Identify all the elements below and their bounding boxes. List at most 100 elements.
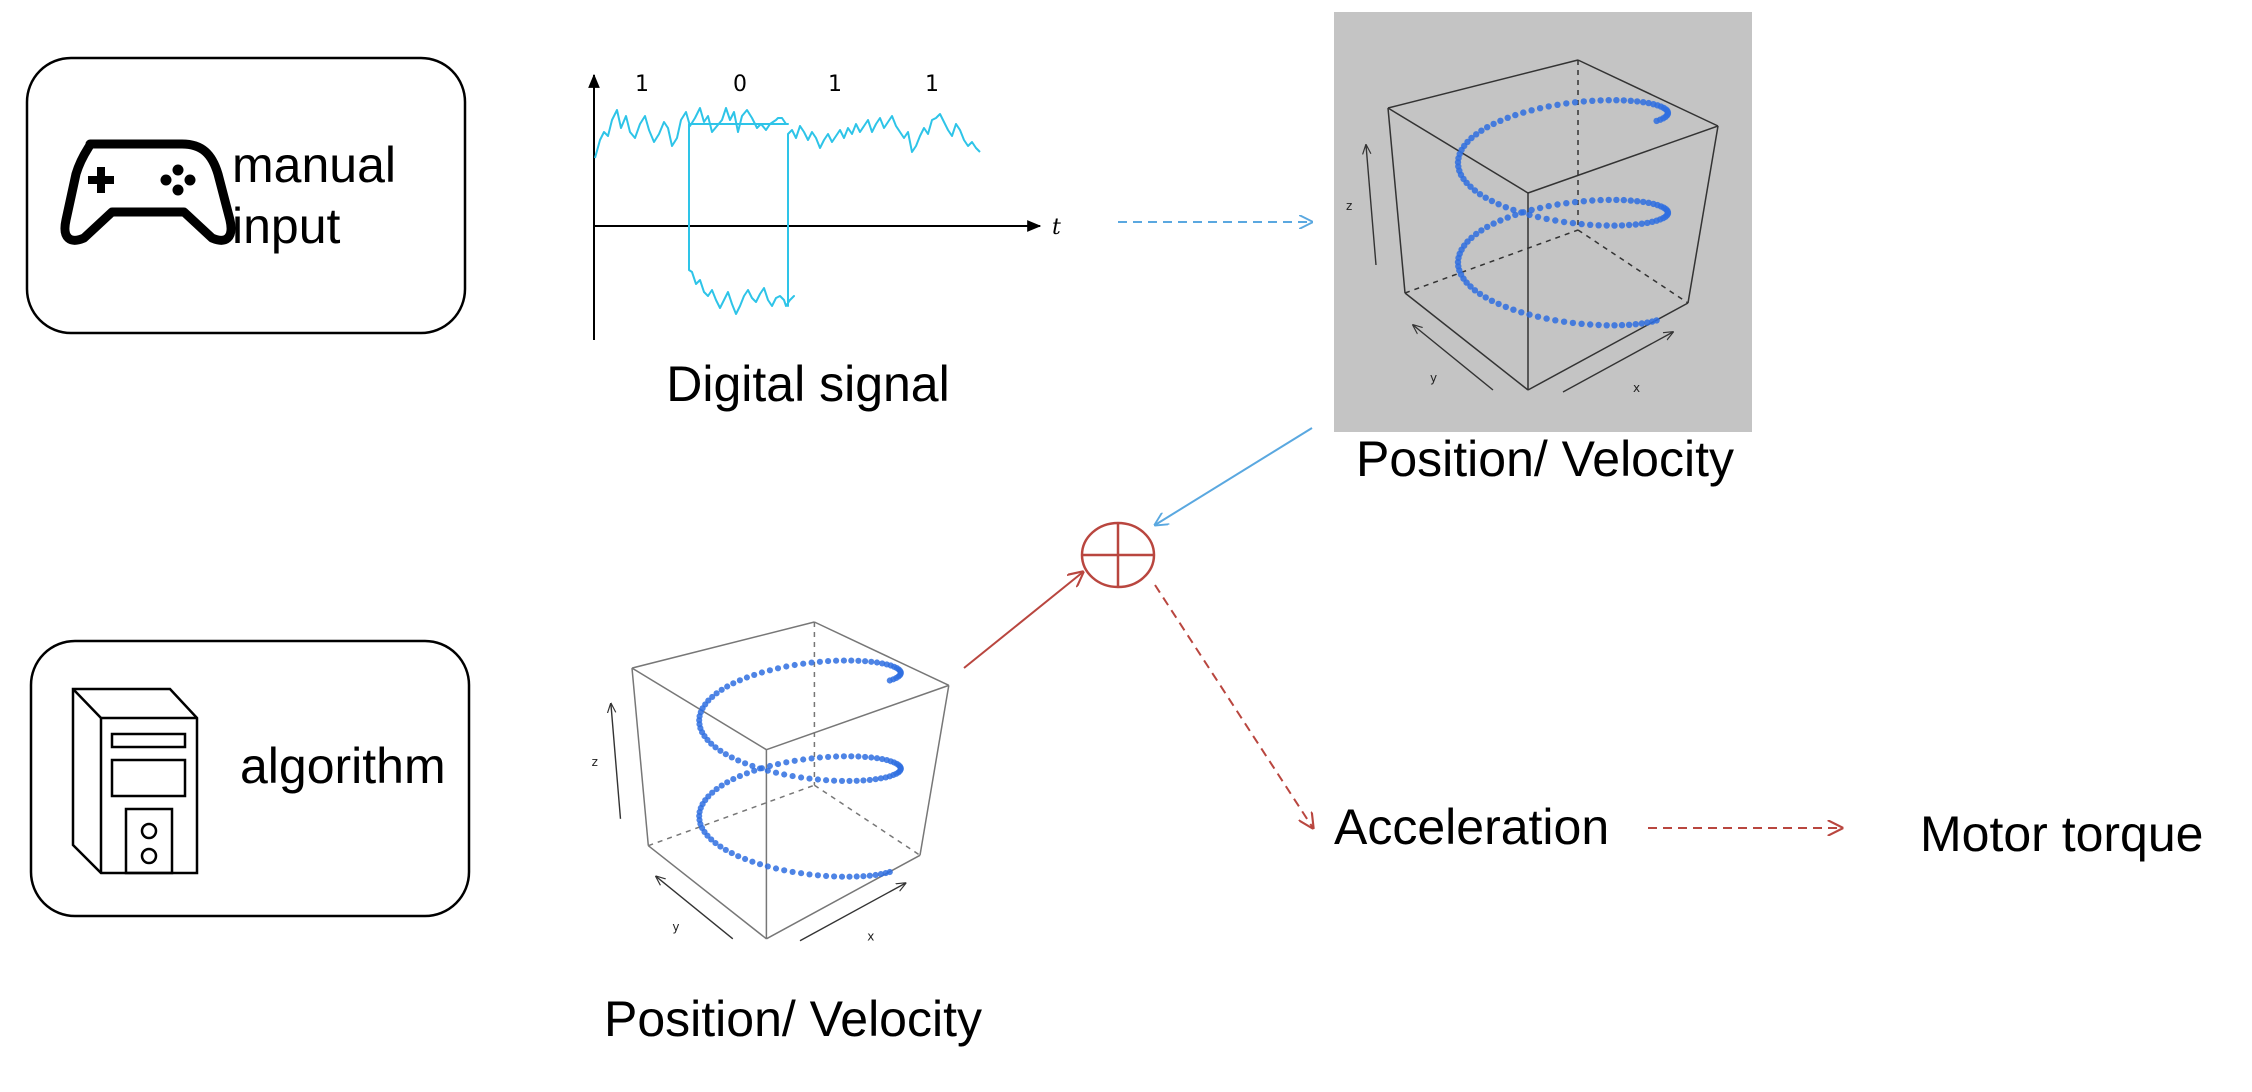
helix-point bbox=[1632, 321, 1639, 328]
helix-point bbox=[1543, 215, 1550, 223]
helix-point bbox=[1512, 111, 1519, 119]
helix-point bbox=[1578, 220, 1585, 228]
algorithm-label: algorithm bbox=[240, 738, 446, 794]
helix-point bbox=[1563, 100, 1570, 107]
helix-point bbox=[860, 777, 867, 784]
helix-point bbox=[872, 776, 879, 783]
cube-edge bbox=[1387, 107, 1529, 194]
helix-point bbox=[798, 774, 805, 781]
helix-point bbox=[1488, 197, 1496, 205]
helix-point bbox=[1518, 209, 1525, 216]
top-plot-cube: zyx bbox=[1346, 59, 1719, 395]
z-axis-label: z bbox=[1346, 199, 1352, 213]
cube-edge bbox=[1527, 125, 1719, 194]
helix-point bbox=[742, 855, 749, 863]
z-axis-arrow bbox=[611, 704, 622, 819]
helix-point bbox=[862, 658, 869, 665]
helix-point bbox=[1552, 317, 1559, 324]
helix-point bbox=[758, 669, 765, 676]
manual-input-node: manual input bbox=[25, 56, 467, 335]
helix-point bbox=[781, 867, 788, 874]
cube-edge bbox=[631, 621, 815, 669]
helix-point bbox=[1526, 311, 1533, 318]
helix-point bbox=[1560, 318, 1568, 325]
helix-point bbox=[722, 751, 729, 758]
helix-point bbox=[730, 680, 737, 687]
helix-point bbox=[1605, 97, 1612, 104]
helix-point bbox=[735, 853, 742, 860]
cube-edge bbox=[1404, 292, 1529, 391]
helix-point bbox=[1618, 321, 1626, 329]
helix-point bbox=[1578, 320, 1585, 327]
helix-point bbox=[705, 793, 712, 800]
top-plot-caption: Position/ Velocity bbox=[1356, 431, 1734, 487]
helix-point bbox=[816, 658, 823, 665]
algorithm-plot-to-sum-arrow bbox=[963, 572, 1083, 669]
helix-point bbox=[814, 872, 821, 879]
helix-point bbox=[868, 658, 875, 665]
gamepad-icon bbox=[60, 139, 236, 245]
helix-point bbox=[879, 756, 886, 763]
helix-point bbox=[742, 760, 749, 767]
helix-point bbox=[886, 677, 893, 684]
helix-point bbox=[1478, 227, 1485, 234]
cube-hidden-edge bbox=[1577, 229, 1689, 304]
helix-point bbox=[751, 671, 758, 678]
helix-point bbox=[1536, 105, 1544, 112]
helix-point bbox=[1495, 300, 1502, 308]
helix-point bbox=[855, 753, 862, 760]
helix-point bbox=[722, 846, 729, 853]
helix-point bbox=[713, 786, 720, 793]
cube-hidden-edge bbox=[813, 784, 921, 856]
cube-edge bbox=[1577, 59, 1719, 127]
helix-point bbox=[730, 776, 737, 783]
helix-point bbox=[1482, 294, 1489, 301]
helix-point bbox=[783, 759, 790, 766]
x-axis-label: x bbox=[867, 930, 874, 944]
helix-point bbox=[1497, 117, 1504, 125]
top-position-velocity-plot: zyx Position/ Velocity bbox=[1334, 12, 1752, 487]
helix-point bbox=[1640, 99, 1647, 106]
helix-point bbox=[1484, 223, 1491, 231]
helix-point bbox=[1482, 194, 1489, 201]
algorithm-box bbox=[29, 639, 471, 918]
helix-point bbox=[838, 873, 846, 880]
helix-point bbox=[1620, 97, 1628, 104]
signal-bit-1: 1 bbox=[635, 72, 649, 97]
helix-point bbox=[718, 782, 725, 789]
helix-point bbox=[848, 753, 855, 760]
helix-point bbox=[1644, 319, 1651, 326]
helix-point bbox=[1473, 230, 1480, 238]
cube-edge bbox=[631, 667, 767, 751]
helix-point bbox=[1543, 315, 1550, 322]
helix-point bbox=[877, 871, 884, 878]
helix-point bbox=[872, 871, 879, 879]
helix-point bbox=[1473, 131, 1480, 138]
helix-point bbox=[1490, 120, 1497, 128]
helix-point bbox=[1645, 199, 1652, 206]
helix-point bbox=[848, 657, 855, 664]
helix-point bbox=[1518, 309, 1525, 316]
z-axis-label: z bbox=[592, 755, 598, 769]
helix-point bbox=[1512, 211, 1519, 219]
cube-edge bbox=[1527, 302, 1689, 391]
helix-point bbox=[1497, 217, 1504, 224]
helix-point bbox=[724, 683, 731, 690]
helix-point bbox=[855, 657, 862, 664]
helix-point bbox=[1495, 201, 1502, 208]
helix-point bbox=[789, 868, 796, 875]
helix-point bbox=[814, 776, 821, 783]
helix-point bbox=[1502, 204, 1510, 211]
helix-point bbox=[840, 753, 847, 760]
helix-point bbox=[833, 753, 840, 760]
helix-point bbox=[1534, 313, 1542, 320]
sum-to-acceleration-arrow bbox=[1154, 584, 1313, 828]
helix-point bbox=[1649, 218, 1656, 225]
helix-point bbox=[1580, 98, 1588, 105]
helix-point bbox=[877, 775, 884, 782]
helix-point bbox=[1545, 103, 1552, 110]
helix-point bbox=[1613, 97, 1620, 104]
helix-point bbox=[838, 777, 846, 784]
helix-point bbox=[846, 777, 853, 784]
helix-point bbox=[1528, 107, 1535, 114]
